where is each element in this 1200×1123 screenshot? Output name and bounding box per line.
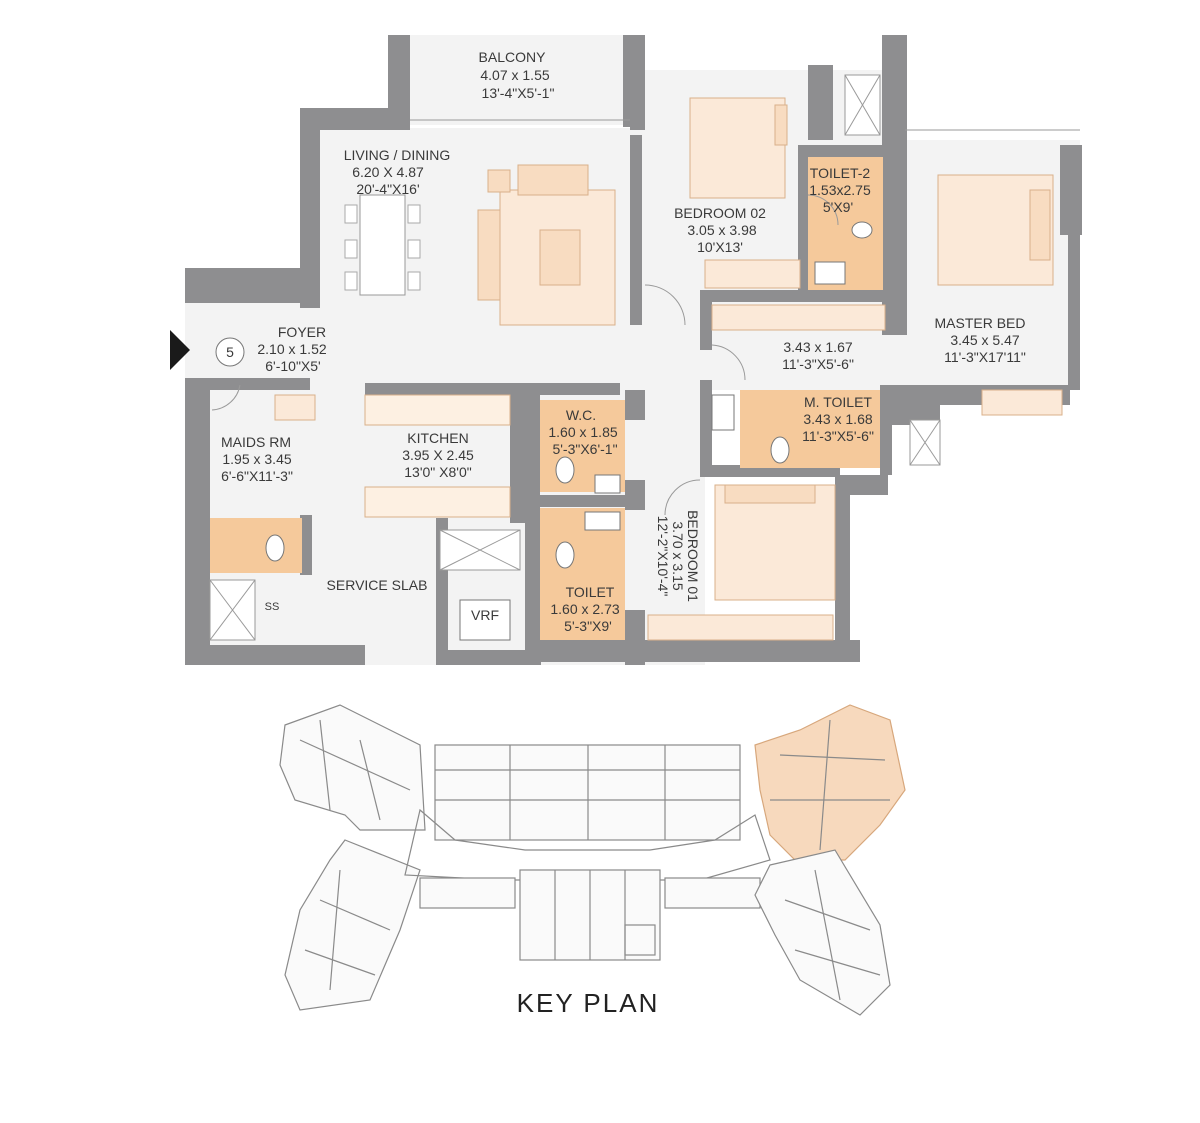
mtoilet-metric: 3.43 x 1.68: [803, 411, 872, 427]
living-imperial: 20'-4"X16': [356, 181, 419, 197]
living-name: LIVING / DINING: [344, 147, 451, 163]
maids-name: MAIDS RM: [221, 434, 291, 450]
wet-areas: 5: [170, 157, 883, 640]
living-metric: 6.20 X 4.87: [352, 164, 424, 180]
bedroom01-metric: 3.70 x 3.15: [670, 521, 686, 590]
wardrobe-02: [704, 259, 801, 289]
foyer-imperial: 6'-10"X5': [265, 358, 320, 374]
key-plan-highlighted-unit: [754, 704, 906, 861]
key-plan-right-lower-wing: [754, 849, 891, 1016]
service-slab-name: SERVICE SLAB: [327, 577, 428, 593]
kitchen-counter-bottom: [364, 486, 511, 518]
balcony-name: BALCONY: [479, 49, 547, 65]
bedroom02-name: BEDROOM 02: [674, 205, 766, 221]
passage-imperial: 11'-3"X5'-6": [782, 356, 854, 372]
wc-name: W.C.: [566, 407, 596, 423]
walls: [185, 35, 1082, 665]
entry-arrow-icon: [170, 330, 190, 370]
dining-table: [359, 194, 406, 296]
bedroom01-name: BEDROOM 01: [685, 510, 701, 602]
kitchen-name: KITCHEN: [407, 430, 468, 446]
vrf-name: VRF: [471, 607, 499, 623]
maid-bed: [274, 394, 316, 421]
foyer-metric: 2.10 x 1.52: [257, 341, 326, 357]
mtoilet-name: M. TOILET: [804, 394, 872, 410]
wardrobe-01: [647, 614, 834, 641]
master-metric: 3.45 x 5.47: [950, 332, 1019, 348]
key-plan-left-lower-wing: [284, 839, 421, 1011]
maids-toilet-floor: [210, 518, 302, 573]
toilet2-imperial: 5'X9': [823, 199, 853, 215]
kitchen-counter-top: [364, 394, 511, 426]
balcony-metric: 4.07 x 1.55: [480, 67, 549, 83]
wc-imperial: 5'-3"X6'-1": [552, 441, 617, 457]
bedroom02-metric: 3.05 x 3.98: [687, 222, 756, 238]
doors-and-lines: [209, 74, 1080, 641]
toilet2-name: TOILET-2: [810, 165, 871, 181]
furniture: [265, 97, 1063, 641]
sofa-back: [517, 164, 589, 196]
room-labels: BALCONY 4.07 x 1.55 13'-4"X5'-1" LIVING …: [221, 49, 1026, 634]
m-toilet-floor: [740, 390, 880, 468]
bedroom02-imperial: 10'X13': [697, 239, 743, 255]
toilet-metric: 1.60 x 2.73: [550, 601, 619, 617]
key-plan-left-upper-wing: [279, 704, 426, 831]
vrf-box: [459, 599, 511, 641]
dresser: [711, 304, 886, 331]
foyer-name: FOYER: [278, 324, 326, 340]
toilet-imperial: 5'-3"X9': [564, 618, 612, 634]
entry-number: 5: [226, 344, 234, 360]
master-name: MASTER BED: [934, 315, 1025, 331]
kitchen-metric: 3.95 X 2.45: [402, 447, 474, 463]
master-imperial: 11'-3"X17'11": [944, 349, 1026, 365]
ss-name: SS: [265, 601, 280, 613]
sofa: [477, 209, 501, 301]
bed-02: [689, 97, 786, 199]
wc-metric: 1.60 x 1.85: [548, 424, 617, 440]
master-wardrobe: [981, 389, 1063, 416]
maids-metric: 1.95 x 3.45: [222, 451, 291, 467]
toilet2-metric: 1.53x2.75: [809, 182, 871, 198]
maids-imperial: 6'-6"X11'-3": [221, 468, 293, 484]
entry-marker: [215, 337, 245, 367]
toilet-name: TOILET: [566, 584, 615, 600]
key-plan: KEY PLAN: [279, 704, 906, 1018]
bedroom01-imperial: 12'-2"X10'-4": [655, 516, 671, 597]
balcony-imperial: 13'-4"X5'-1": [482, 85, 555, 101]
mtoilet-imperial: 11'-3"X5'-6": [802, 428, 874, 444]
passage-metric: 3.43 x 1.67: [783, 339, 852, 355]
kitchen-imperial: 13'0" X8'0": [404, 464, 471, 480]
coffee-table: [539, 229, 581, 286]
key-plan-title: KEY PLAN: [517, 988, 660, 1018]
